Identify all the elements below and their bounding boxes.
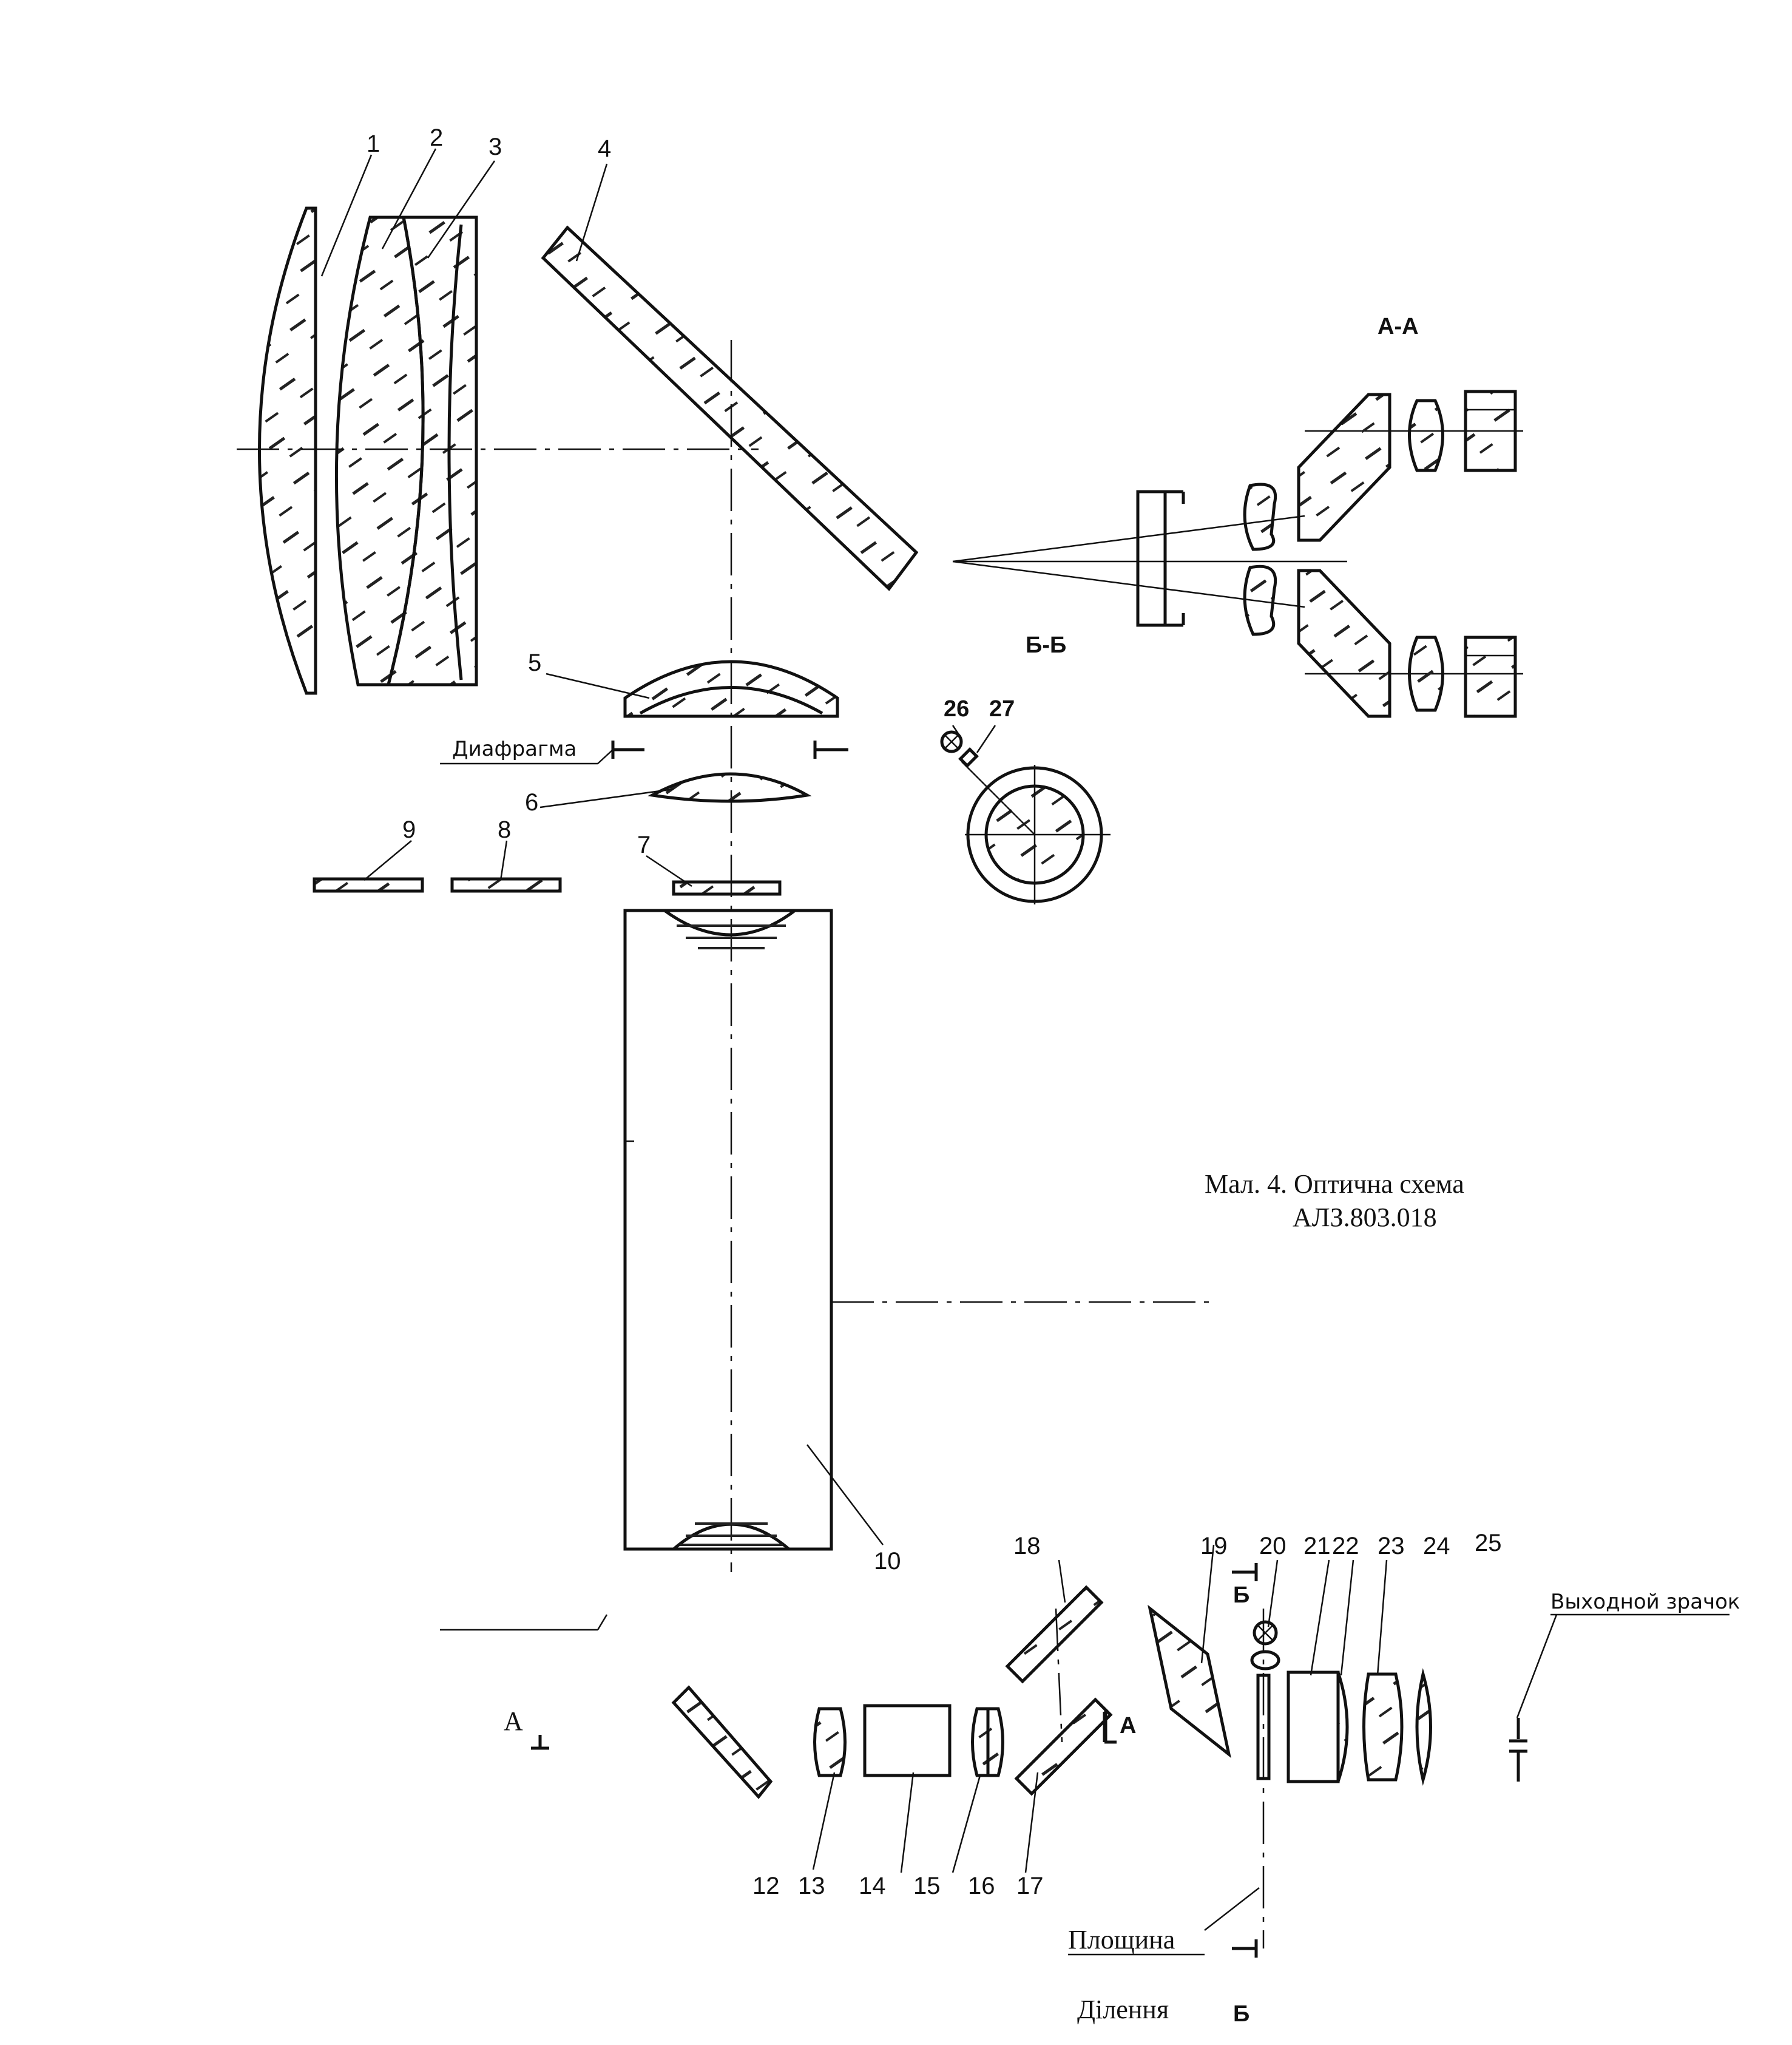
section-mark-b-top: Б [1233, 1582, 1249, 1608]
objective-lens-group [258, 206, 478, 695]
part-number-23: 23 [1378, 1533, 1405, 1559]
section-mark-a-right: А [1120, 1713, 1136, 1738]
plate-9 [313, 877, 424, 893]
part-number-7: 7 [637, 832, 651, 858]
annotation-division: Ділення [1077, 1995, 1169, 2024]
section-label-bb: Б-Б [1026, 632, 1066, 658]
annotation-plane: Площина [1068, 1925, 1175, 1955]
part-number-13: 13 [798, 1873, 825, 1899]
section-mark-b-bottom: Б [1233, 2001, 1249, 2027]
part-number-20: 20 [1259, 1533, 1287, 1559]
section-mark-a-left: А [504, 1706, 523, 1736]
part-number-1: 1 [367, 131, 380, 157]
part-number-18: 18 [1013, 1533, 1041, 1559]
part-number-21: 21 [1303, 1533, 1331, 1559]
section-aa [952, 390, 1523, 718]
part-number-2: 2 [430, 124, 443, 151]
lens-3 [386, 215, 478, 687]
part-number-17: 17 [1016, 1873, 1044, 1899]
part-numbers: 1 2 3 4 5 6 7 8 9 10 12 13 14 15 16 17 1… [367, 124, 1502, 1899]
part-number-15: 15 [913, 1873, 941, 1899]
annotation-diaphragm: Диафрагма [452, 737, 576, 761]
leader-lines [320, 148, 1558, 1931]
part-number-8: 8 [498, 816, 511, 843]
part-number-6: 6 [525, 789, 538, 816]
figure-caption-line1: Мал. 4. Оптична схема [1205, 1169, 1464, 1199]
part-number-4: 4 [598, 135, 611, 162]
part-number-5: 5 [528, 649, 541, 676]
part-number-26: 26 [944, 696, 969, 722]
section-label-aa: А-А [1378, 314, 1419, 339]
part-number-9: 9 [402, 816, 416, 843]
plate-7 [672, 880, 782, 896]
annotation-exit-pupil: Выходной зрачок [1550, 1590, 1740, 1614]
part-number-16: 16 [968, 1873, 995, 1899]
plate-4 [541, 225, 919, 591]
part-number-24: 24 [1423, 1533, 1450, 1559]
part-number-19: 19 [1200, 1533, 1228, 1559]
part-number-10: 10 [874, 1548, 901, 1575]
part-number-25: 25 [1475, 1530, 1502, 1556]
part-number-12: 12 [752, 1873, 780, 1899]
eyepiece-train [531, 1563, 1527, 1958]
prism-tube-10 [623, 909, 833, 1551]
figure-caption-line2: АЛЗ.803.018 [1293, 1202, 1437, 1232]
plate-8 [450, 877, 562, 893]
part-number-3: 3 [489, 134, 502, 160]
section-bb [940, 730, 1111, 904]
part-number-22: 22 [1332, 1533, 1359, 1559]
part-number-14: 14 [859, 1873, 886, 1899]
lens-1 [258, 206, 317, 695]
lens-6 [647, 772, 812, 803]
part-number-27: 27 [989, 696, 1015, 722]
